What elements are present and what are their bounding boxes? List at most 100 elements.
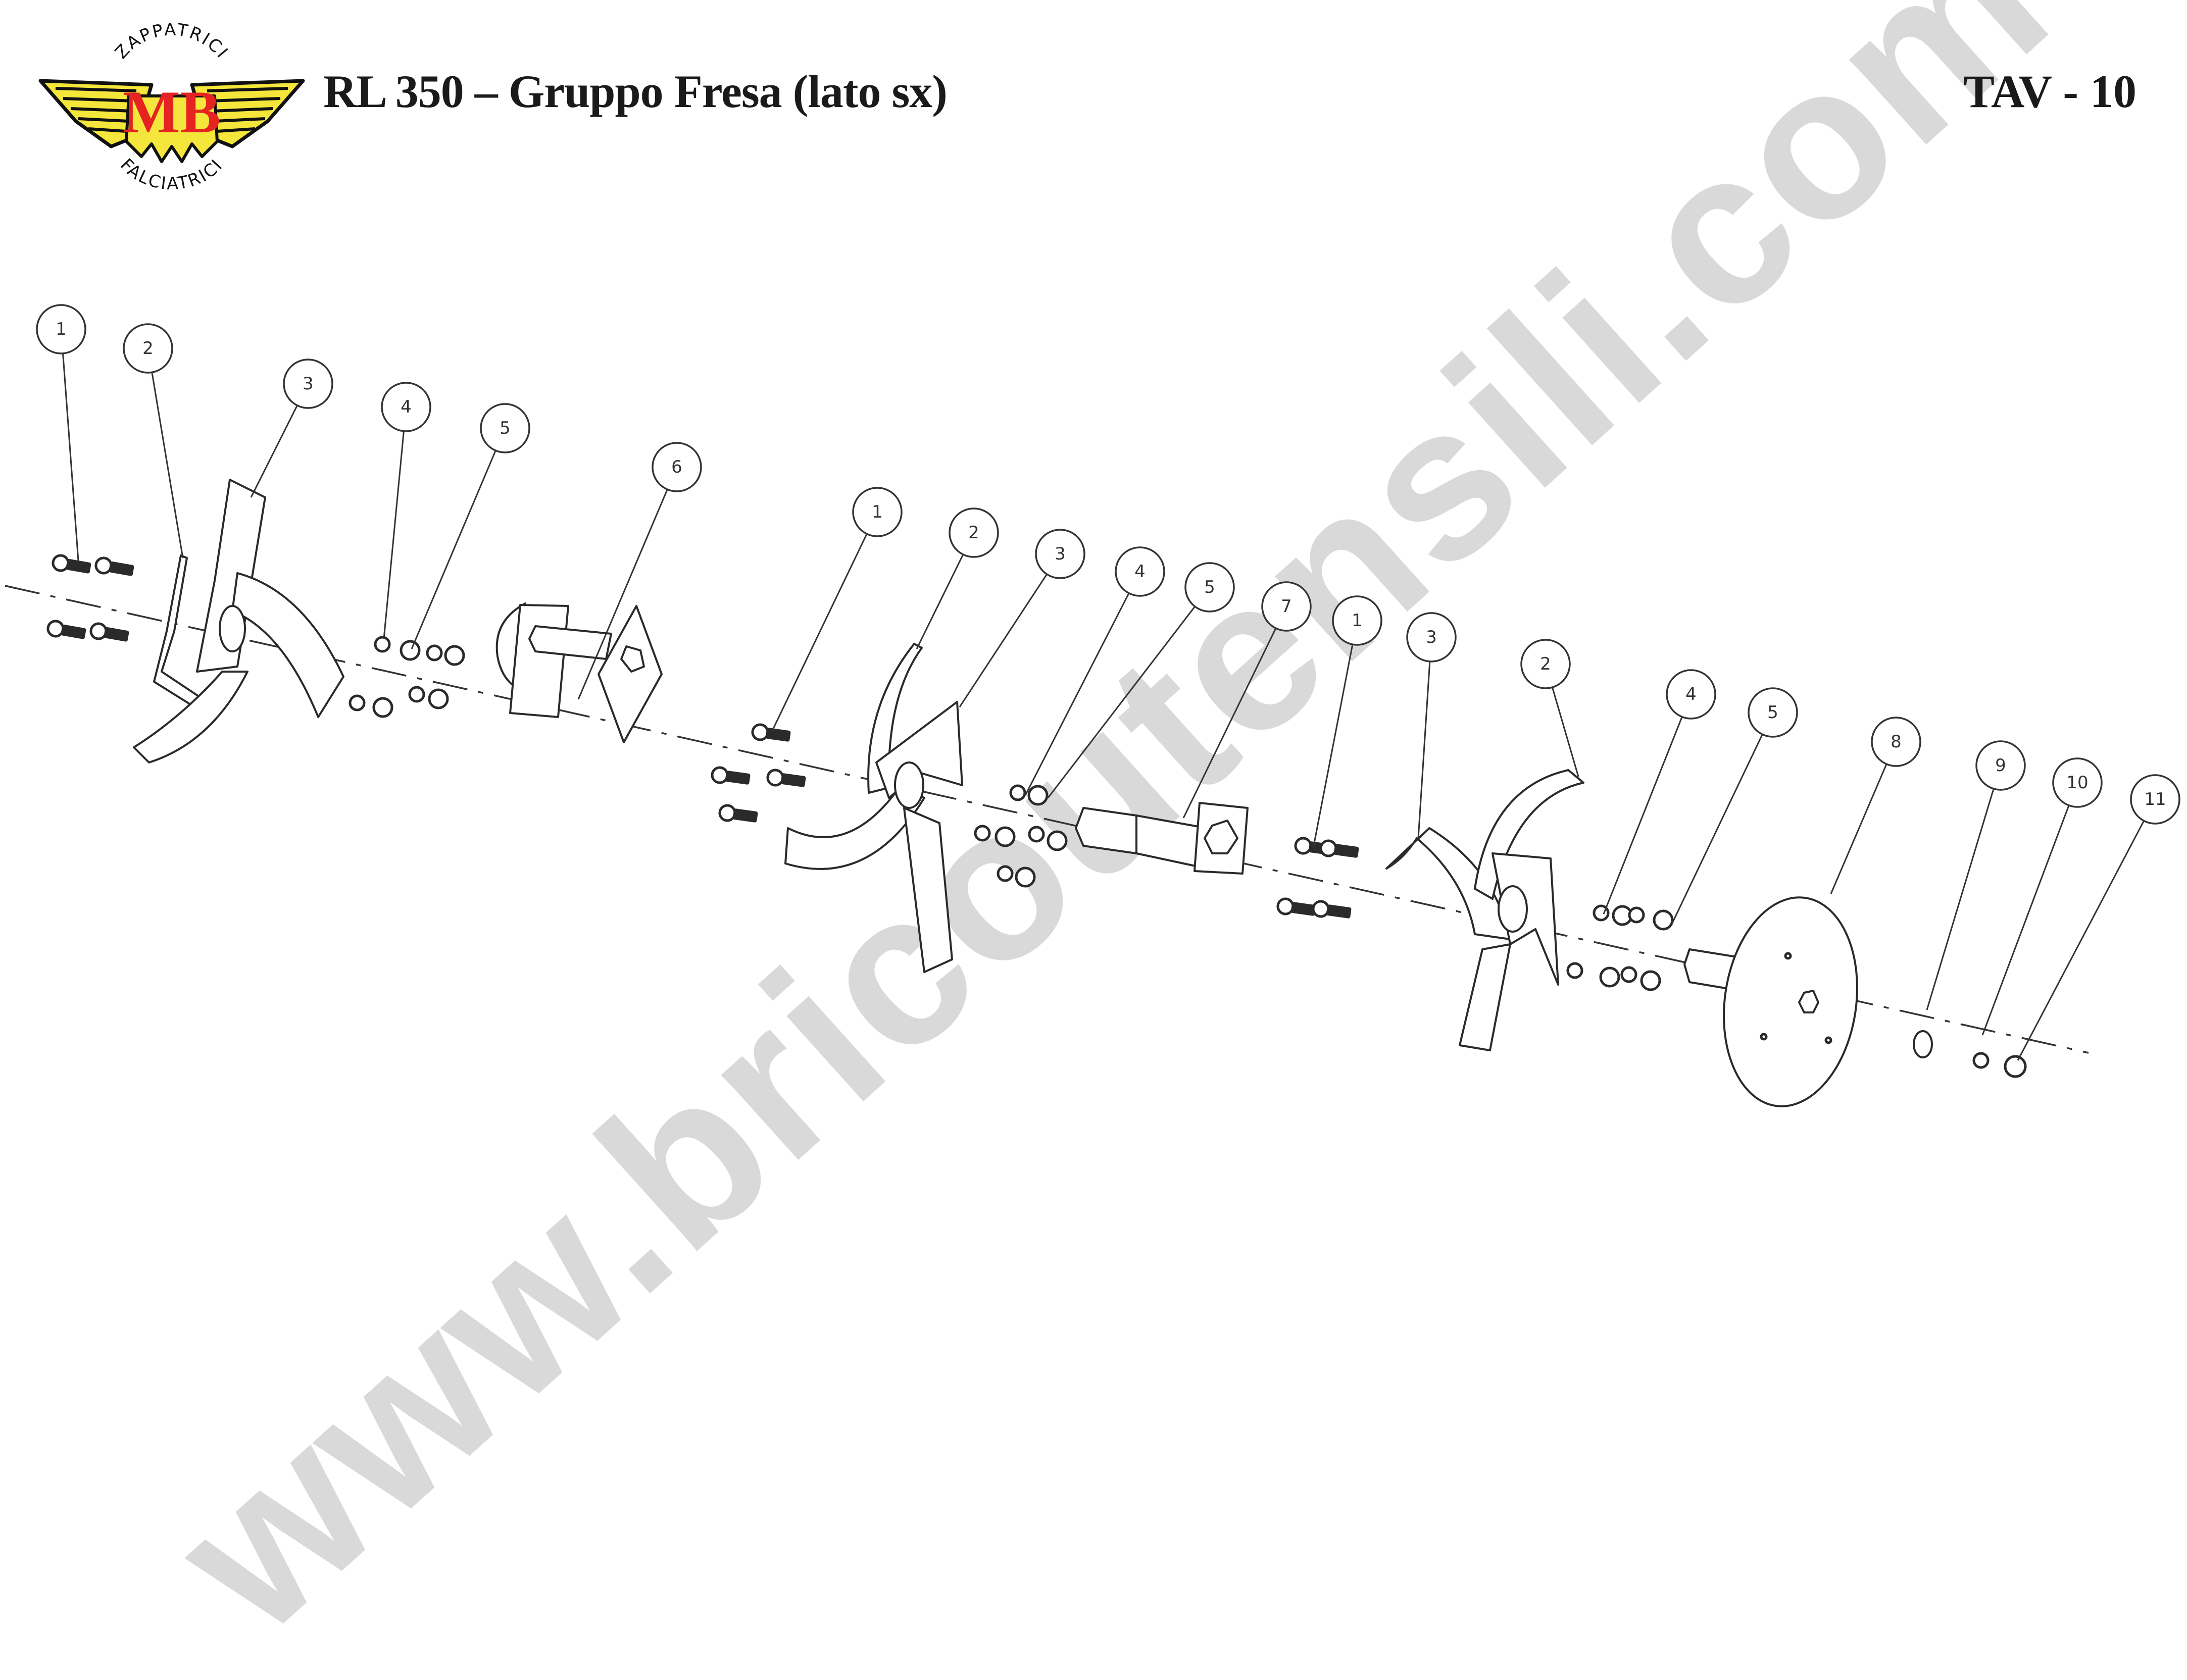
callout-circle: [123, 323, 173, 374]
callout-1: 1: [772, 487, 903, 730]
callout-circle: [36, 304, 86, 354]
parts-sheet: www.bricoutensili.com ZAPPATRICI FALCIAT…: [5, 0, 2180, 1677]
leader-line: [1551, 687, 1579, 777]
hub: [219, 605, 246, 652]
callout-5: 5: [411, 403, 530, 649]
callout-circle: [1035, 529, 1085, 579]
leader-line: [959, 574, 1048, 707]
leader-line: [1671, 734, 1763, 925]
callout-number: 4: [1134, 562, 1146, 582]
leader-line: [1830, 763, 1887, 894]
callout-number: 9: [1995, 755, 2006, 776]
callout-2: 2: [123, 323, 184, 558]
leader-line: [577, 489, 668, 700]
hub: [894, 761, 924, 809]
leader-line: [250, 405, 298, 498]
flange-shaft-6: [495, 602, 663, 743]
callout-9: 9: [1926, 740, 2026, 1010]
blade-3: [1385, 827, 1511, 940]
wings-icon: [38, 79, 305, 163]
rotor-group-right: [1276, 769, 2027, 1107]
callout-5: 5: [1671, 687, 1798, 925]
rotor-group-left: [46, 479, 663, 763]
callout-circle: [1332, 595, 1382, 646]
callout-number: 1: [872, 502, 883, 522]
bolt-set-2: [711, 723, 806, 823]
callout-circle: [283, 359, 333, 409]
flange-shaft-7: [1075, 802, 1249, 875]
blade-2: [1474, 769, 1584, 900]
callout-circle: [2052, 757, 2103, 808]
callout-number: 10: [2066, 773, 2088, 793]
callout-number: 5: [1204, 577, 1215, 597]
callout-number: 2: [142, 338, 154, 359]
callout-number: 5: [500, 418, 511, 438]
callout-3: 3: [1406, 612, 1457, 839]
callout-2: 2: [916, 507, 999, 649]
callout-5: 5: [1047, 562, 1235, 798]
callout-number: 2: [968, 523, 979, 543]
leader-line: [772, 533, 868, 730]
logo-initials: MB: [123, 78, 220, 145]
callout-circle: [1406, 612, 1457, 663]
callout-7: 7: [1182, 581, 1312, 819]
leader-line: [1981, 805, 2070, 1036]
callout-number: 8: [1891, 732, 1902, 752]
callout-circle: [1871, 717, 1921, 767]
callout-10: 10: [1981, 757, 2103, 1036]
callout-number: 4: [1685, 684, 1697, 704]
bolt-set-1: [46, 554, 134, 642]
nut-set-3: [1566, 904, 1674, 991]
callout-number: 6: [671, 457, 682, 477]
leader-line: [1926, 788, 1995, 1010]
leader-line: [151, 372, 184, 558]
blade-lower: [903, 807, 953, 973]
callout-number: 5: [1767, 702, 1778, 723]
mb-logo: ZAPPATRICI FALCIATRICI MB: [38, 20, 305, 192]
callout-3: 3: [959, 529, 1085, 707]
leader-line: [1047, 606, 1196, 798]
nut-11: [2004, 1055, 2027, 1078]
callout-3: 3: [250, 359, 333, 498]
leader-line: [383, 431, 405, 639]
callout-number: 3: [1426, 627, 1437, 647]
callout-circle: [1520, 639, 1571, 689]
blade-2: [153, 554, 201, 708]
leader-line: [2017, 820, 2145, 1061]
rotor-group-middle: [711, 643, 1249, 973]
callout-number: 4: [401, 397, 412, 417]
leader-line: [916, 554, 964, 649]
side-disc-8: [1683, 896, 1858, 1107]
callout-circle: [1261, 581, 1312, 632]
callout-number: 7: [1281, 596, 1292, 617]
callout-circle: [852, 487, 903, 537]
leader-line: [1417, 661, 1431, 839]
leader-line: [411, 450, 496, 649]
hub: [1498, 885, 1528, 933]
callout-6: 6: [577, 442, 702, 700]
callout-number: 11: [2144, 789, 2166, 809]
callout-circle: [480, 403, 530, 453]
washer-9: [1913, 1030, 1933, 1058]
callout-circle: [1184, 562, 1235, 613]
callout-4: 4: [1024, 546, 1165, 796]
callout-11: 11: [2017, 774, 2180, 1061]
callout-circle: [1666, 669, 1716, 720]
page-title: RL 350 – Gruppo Fresa (lato sx): [323, 66, 948, 117]
blade-curved: [231, 572, 344, 718]
leader-line: [1603, 717, 1683, 914]
callout-1: 1: [1312, 595, 1382, 849]
nut-set-2: [974, 784, 1068, 888]
leader-line: [62, 353, 79, 561]
callout-circle: [1975, 740, 2026, 791]
callout-number: 2: [1540, 654, 1551, 674]
callout-2: 2: [1520, 639, 1579, 777]
callout-circle: [1115, 546, 1165, 597]
blade-lower: [1459, 943, 1511, 1051]
callout-8: 8: [1830, 717, 1921, 894]
callout-4: 4: [1603, 669, 1716, 914]
callout-4: 4: [381, 382, 431, 639]
callout-circle: [381, 382, 431, 432]
